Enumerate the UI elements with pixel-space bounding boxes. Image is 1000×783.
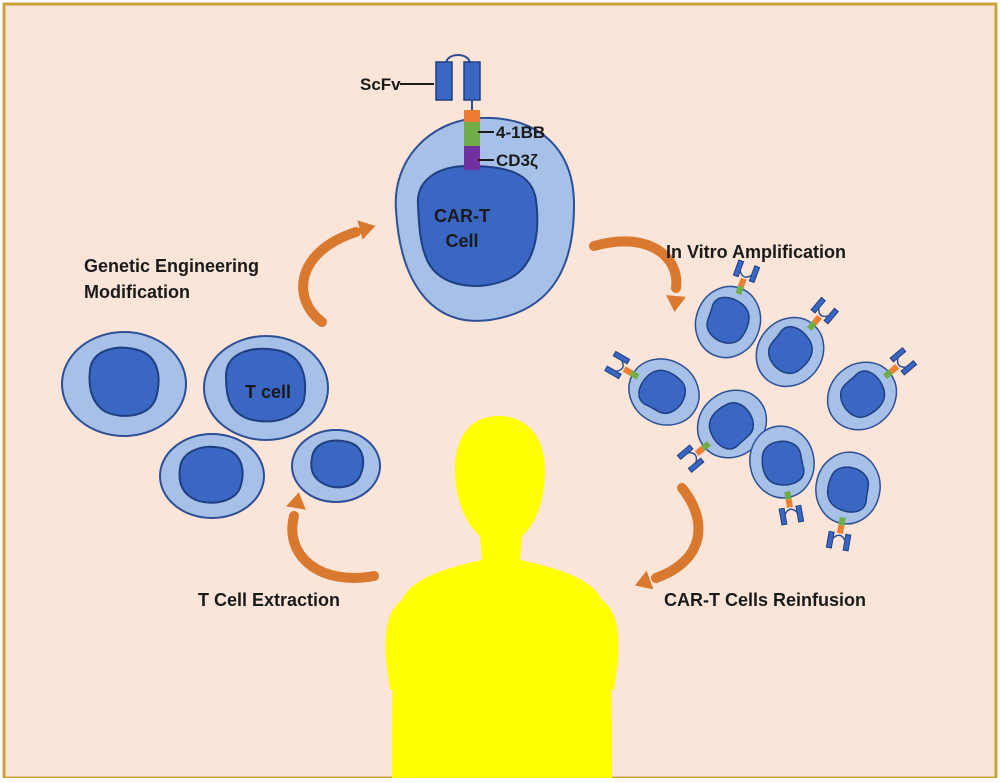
reinfusion-label: CAR-T Cells Reinfusion [664, 590, 866, 610]
genetic-modification-label-line1: Genetic Engineering [84, 256, 259, 276]
t-cell-extraction-label: T Cell Extraction [198, 590, 340, 610]
scfv-label: ScFv [360, 75, 401, 94]
car-t-label-line1: CAR-T [434, 206, 490, 226]
human-silhouette [392, 416, 612, 778]
costim-domain [464, 122, 480, 146]
in-vitro-amplification-label: In Vitro Amplification [666, 242, 846, 262]
human-right-arm [600, 600, 619, 690]
human-left-arm [385, 600, 404, 690]
t-cell [291, 429, 381, 503]
scfv-block-left [435, 61, 453, 101]
arrow-t-cell-extraction [286, 490, 379, 583]
costim-label: 4-1BB [496, 123, 545, 142]
signal-label: CD3ζ [496, 151, 538, 170]
signal-domain [464, 146, 480, 170]
t-cell-label: T cell [245, 382, 291, 402]
genetic-modification-label-line2: Modification [84, 282, 190, 302]
t-cell [61, 331, 187, 437]
t-cell-cluster: T cell [61, 331, 381, 519]
car-receptor: ScFv 4-1BB CD3ζ [360, 54, 545, 170]
car-t-cell: CAR-T Cell [394, 116, 576, 322]
arrow-genetic-modification [298, 216, 379, 327]
scfv-block-right [463, 61, 481, 101]
arrow-reinfusion [631, 483, 704, 595]
arrow-in-vitro-amplification [589, 236, 686, 313]
car-t-nucleus [416, 164, 539, 287]
t-cell: T cell [203, 335, 329, 441]
t-cell [159, 433, 265, 519]
hinge-domain [464, 110, 480, 122]
car-t-label-line2: Cell [445, 231, 478, 251]
